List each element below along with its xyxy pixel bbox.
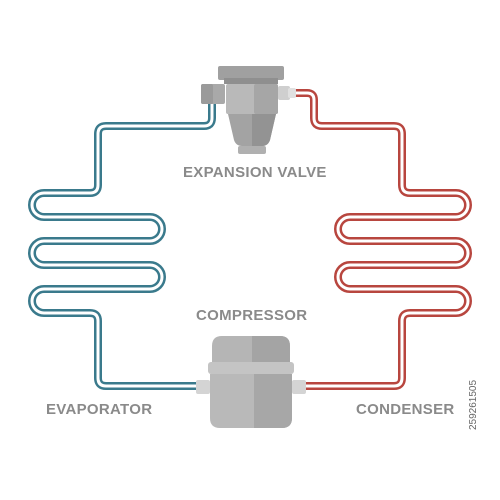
stock-id-text: 259261505 (468, 379, 479, 430)
expansion-valve (201, 66, 296, 154)
compressor (196, 336, 306, 428)
expansion-valve-label: EXPANSION VALVE (183, 164, 327, 181)
compressor-label: COMPRESSOR (196, 307, 308, 324)
condenser-pipe (290, 89, 472, 390)
condenser-label: CONDENSER (356, 401, 455, 418)
evaporator-label: EVAPORATOR (46, 401, 153, 418)
evaporator-pipe (28, 96, 216, 390)
